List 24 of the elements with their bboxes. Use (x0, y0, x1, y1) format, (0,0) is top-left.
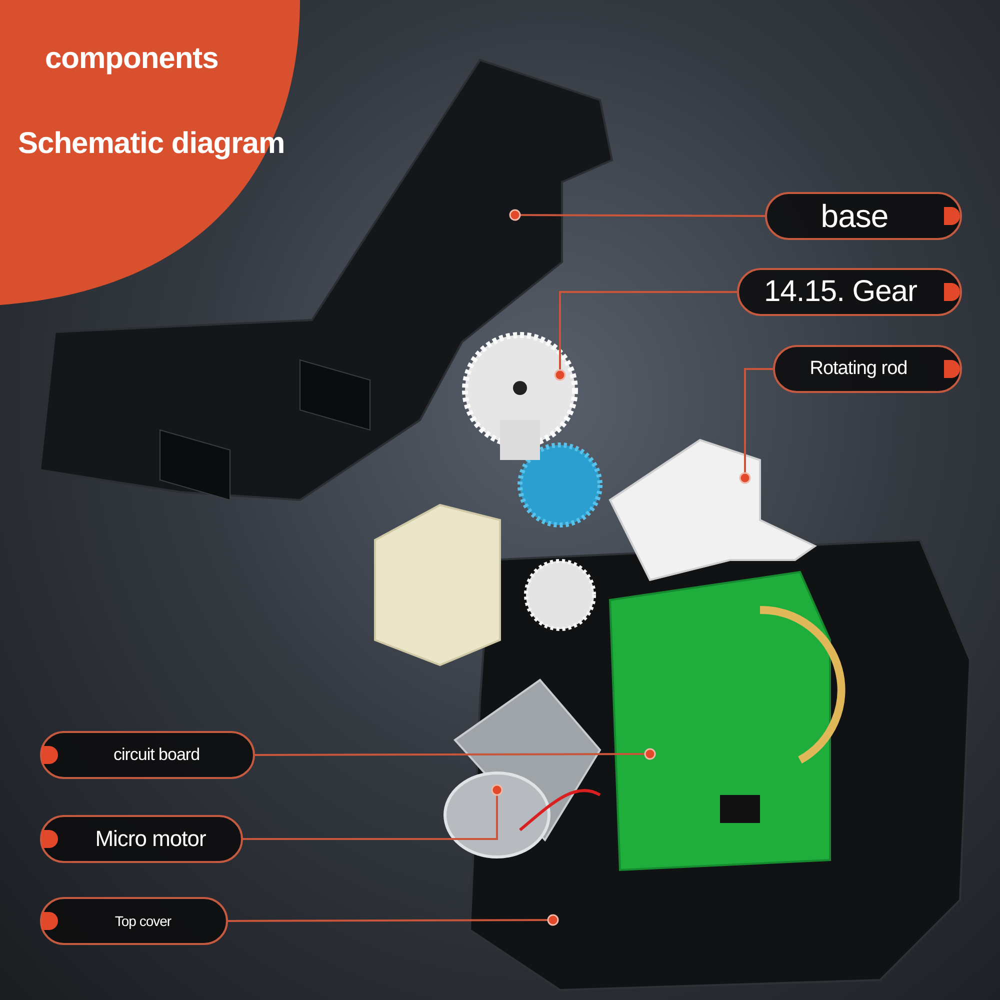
callout-label: Micro motor (95, 826, 206, 852)
callout-pill (40, 897, 228, 945)
callout-label: base (820, 198, 888, 234)
micro-motor-part (444, 678, 602, 858)
leader-line (739, 368, 773, 484)
gear-part (462, 332, 578, 460)
leader-line (255, 748, 656, 760)
callout-label: Top cover (114, 913, 172, 929)
callout-pill (737, 268, 962, 316)
leader-line (243, 784, 503, 840)
leader-line (228, 914, 559, 926)
leader-line (509, 209, 765, 221)
callout-pill (773, 345, 962, 393)
leader-line (554, 291, 737, 381)
heading-banner (0, 0, 300, 305)
callout-label: circuit board (113, 745, 200, 765)
callout-pill (40, 731, 255, 779)
callout-label: Rotating rod (810, 358, 908, 380)
callout-pill (765, 192, 962, 240)
rotating-rod-part (608, 438, 817, 582)
callout-label: 14.15. Gear (764, 275, 917, 309)
callout-pill (40, 815, 243, 863)
circuit-board-part (608, 570, 846, 872)
heading: components (45, 42, 218, 76)
